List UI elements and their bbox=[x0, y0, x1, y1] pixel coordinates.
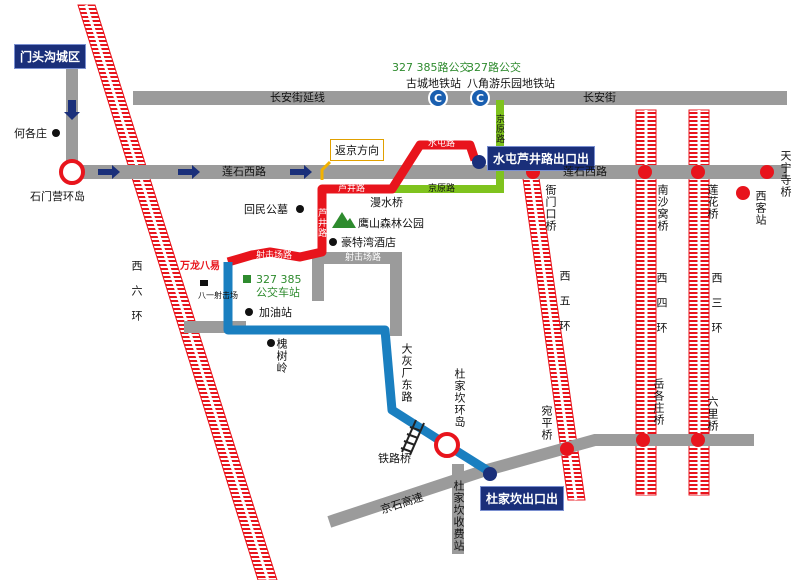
railway-track-icon bbox=[400, 419, 425, 456]
bus-stop-icon bbox=[243, 275, 251, 283]
west-6th-ring-road bbox=[77, 4, 278, 580]
lujing-road-vert-label: 芦井路 bbox=[316, 208, 326, 238]
gray-roads bbox=[42, 54, 787, 554]
changan-ext-label: 长安街延线 bbox=[270, 91, 325, 104]
shooting-range-label: 八一射击场 bbox=[198, 291, 238, 300]
huaishuling-label: 槐树岭 bbox=[275, 338, 288, 374]
tianning-bridge-label: 天宁寺桥 bbox=[779, 150, 792, 198]
dahuichang-east-label: 大灰厂东路 bbox=[400, 343, 413, 403]
nanshawo-bridge-label: 南沙窝桥 bbox=[656, 184, 669, 232]
yingshan-park-label: 鹰山森林公园 bbox=[358, 217, 424, 230]
lianshi-west-label: 莲石西路 bbox=[222, 165, 266, 178]
haote-hotel-label: 豪特湾酒店 bbox=[341, 236, 396, 249]
shuitun-exit-label: 水屯芦井路出口出 bbox=[487, 146, 596, 171]
mountain-icon bbox=[332, 212, 356, 228]
west-4th-ring-label: 西四环 bbox=[655, 272, 668, 347]
shuitun-road-label: 水屯路 bbox=[428, 139, 456, 149]
hegezhuang-label: 何各庄 bbox=[14, 127, 47, 140]
bridge-dot-icon bbox=[526, 165, 774, 456]
wanping-bridge-label: 宛平桥 bbox=[540, 405, 553, 441]
west-6th-ring-label: 西六环 bbox=[130, 260, 143, 335]
bus-station-numbers-label: 327 385 bbox=[256, 273, 302, 286]
svg-text:C: C bbox=[434, 92, 442, 105]
liuli-bridge-label: 六里桥 bbox=[706, 396, 719, 432]
west-bus-station-label: 西客站 bbox=[754, 190, 767, 226]
shejichang-left-label: 射击场路 bbox=[256, 251, 293, 261]
bajiao-subway-label: 八角游乐园地铁站 bbox=[467, 77, 555, 90]
railway-bridge-label: 铁路桥 bbox=[378, 452, 411, 465]
shejichang-right-label: 射击场路 bbox=[345, 253, 382, 263]
return-direction-label: 返京方向 bbox=[330, 139, 384, 161]
dujiakan-toll-label: 杜家坎收费站 bbox=[452, 480, 465, 552]
red-route bbox=[226, 140, 480, 267]
bus-327-label: 327路公交 bbox=[467, 61, 521, 74]
lianhua-bridge-label: 莲花桥 bbox=[706, 184, 719, 220]
jingyuan-road-label: 京原路 bbox=[428, 184, 456, 194]
svg-text:C: C bbox=[476, 92, 484, 105]
bus-327-385-label: 327 385路公交 bbox=[392, 61, 471, 74]
yuegezhuang-bridge-label: 岳各庄桥 bbox=[652, 378, 665, 426]
dujiakan-exit-label: 杜家坎出口出 bbox=[480, 486, 565, 511]
changan-label: 长安街 bbox=[583, 91, 616, 104]
mentougou-area-label: 门头沟城区 bbox=[14, 44, 87, 69]
jingyuan-road-vert-label: 京原路 bbox=[494, 114, 504, 144]
lianshi-west-right-label: 莲石西路 bbox=[563, 165, 607, 178]
dujiakan-roundabout-label: 杜家坎环岛 bbox=[453, 368, 466, 428]
gucheng-subway-label: 古城地铁站 bbox=[406, 77, 461, 90]
west-5th-ring-label: 西五环 bbox=[558, 270, 571, 345]
hengmenkou-bridge-label: 衙门口桥 bbox=[544, 184, 557, 232]
subway-icon: C C bbox=[428, 88, 490, 108]
gas-station-label: 加油站 bbox=[259, 306, 292, 319]
return-direction-arrow bbox=[320, 160, 332, 180]
brand-logo: 万龙八易 bbox=[180, 261, 220, 272]
roundabout-icon bbox=[59, 159, 460, 458]
bus-station-label: 公交车站 bbox=[256, 286, 300, 299]
manshui-bridge-label: 漫水桥 bbox=[370, 196, 403, 209]
jingyuan-road bbox=[385, 100, 504, 193]
west-3rd-ring-label: 西三环 bbox=[710, 272, 723, 347]
arrow-icon bbox=[64, 100, 312, 179]
exit-dot-icon bbox=[472, 155, 497, 481]
poi-dot-icon bbox=[52, 129, 337, 347]
lujing-road-label: 芦井路 bbox=[338, 184, 366, 194]
shimenying-label: 石门营环岛 bbox=[30, 190, 85, 203]
huimin-cemetery-label: 回民公墓 bbox=[244, 203, 288, 216]
